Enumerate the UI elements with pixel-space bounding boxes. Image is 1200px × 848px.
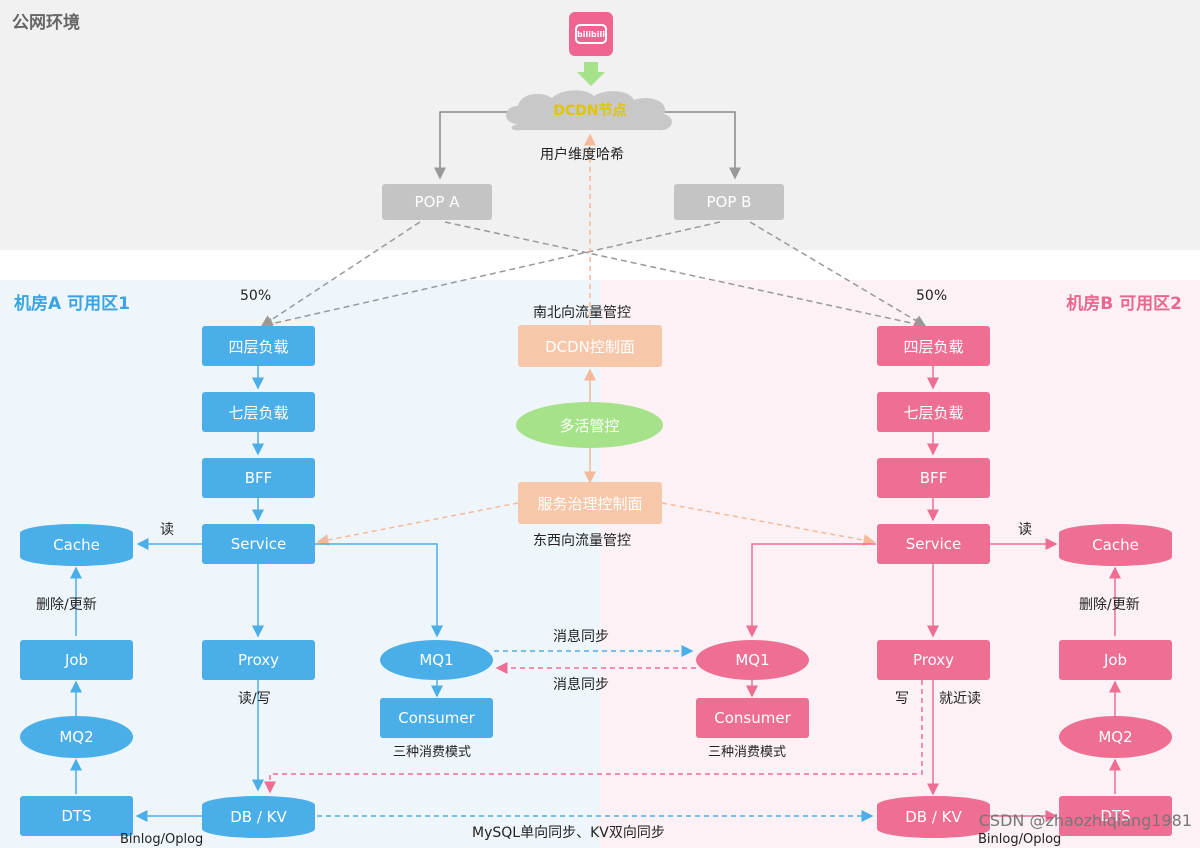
room-b-l4-lb: 四层负载	[877, 326, 990, 366]
room-a-binlog-label: Binlog/Oplog	[120, 832, 204, 847]
service-governance-control-plane: 服务治理控制面	[518, 482, 662, 524]
room-a-db-kv: DB / KV	[202, 796, 315, 838]
room-a-l4-lb: 四层负载	[202, 326, 315, 366]
room-b-mq1: MQ1	[696, 640, 809, 680]
public-network-title: 公网环境	[12, 13, 80, 33]
bilibili-logo-text: bilibili	[575, 24, 607, 44]
room-b-db-kv: DB / KV	[877, 796, 990, 838]
room-b-write-label: 写	[895, 691, 909, 707]
room-a-service: Service	[202, 524, 315, 564]
room-a-read-label: 读	[160, 522, 174, 538]
room-b-delete-update-label: 删除/更新	[1079, 597, 1140, 613]
pop-b-node: POP B	[674, 184, 784, 220]
room-b-dts: DTS	[1059, 796, 1172, 836]
room-b-title: 机房B 可用区2	[1066, 294, 1182, 314]
traffic-percent-b: 50%	[916, 288, 948, 304]
room-a-consumer: Consumer	[380, 698, 493, 738]
room-a-mq1: MQ1	[380, 640, 493, 680]
room-b-proxy: Proxy	[877, 640, 990, 680]
room-b-consumer: Consumer	[696, 698, 809, 738]
user-hash-label: 用户维度哈希	[540, 147, 624, 163]
traffic-percent-a: 50%	[240, 288, 272, 304]
room-a-consume-modes-label: 三种消费模式	[393, 745, 472, 760]
room-a-title: 机房A 可用区1	[14, 294, 130, 314]
room-a-mq2: MQ2	[20, 716, 133, 758]
msg-sync-label-bottom: 消息同步	[553, 677, 609, 693]
msg-sync-label-top: 消息同步	[553, 629, 609, 645]
room-a-dts: DTS	[20, 796, 133, 836]
room-b-job: Job	[1059, 640, 1172, 680]
db-sync-label: MySQL单向同步、KV双向同步	[472, 825, 665, 841]
room-a-read-write-label: 读/写	[238, 691, 271, 707]
room-a-job: Job	[20, 640, 133, 680]
dcdn-control-plane: DCDN控制面	[518, 325, 662, 367]
room-a-cache: Cache	[20, 524, 133, 566]
room-b-read-label: 读	[1018, 522, 1032, 538]
room-a-l7-lb: 七层负载	[202, 392, 315, 432]
bilibili-logo: bilibili	[569, 12, 613, 56]
room-b-consume-modes-label: 三种消费模式	[708, 745, 787, 760]
room-b-nearby-read-label: 就近读	[939, 691, 981, 707]
room-b-service: Service	[877, 524, 990, 564]
room-b-l7-lb: 七层负载	[877, 392, 990, 432]
room-a-bff: BFF	[202, 458, 315, 498]
room-a-proxy: Proxy	[202, 640, 315, 680]
csdn-watermark: CSDN @zhaozhiqiang1981	[978, 811, 1192, 830]
east-west-label: 东西向流量管控	[533, 533, 631, 549]
room-b-cache: Cache	[1059, 524, 1172, 566]
multi-active-control: 多活管控	[516, 402, 663, 448]
room-a-delete-update-label: 删除/更新	[36, 597, 97, 613]
dcdn-node-label: DCDN节点	[553, 103, 627, 119]
room-b-binlog-label: Binlog/Oplog	[978, 832, 1062, 847]
dcdn-cloud-shape	[506, 90, 672, 131]
north-south-label: 南北向流量管控	[533, 305, 631, 321]
room-b-mq2: MQ2	[1059, 716, 1172, 758]
room-b-bff: BFF	[877, 458, 990, 498]
pop-a-node: POP A	[382, 184, 492, 220]
